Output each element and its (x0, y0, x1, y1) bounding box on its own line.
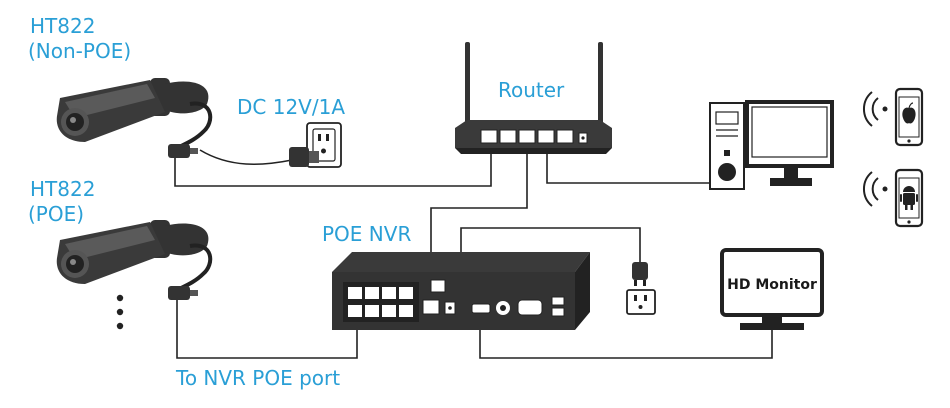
router-label: Router (498, 78, 565, 102)
power-plug-icon (289, 147, 319, 167)
labels: HT822 (Non-POE) HT822 (POE) DC 12V/1A Ro… (28, 14, 565, 390)
cable-poe-camera-nvr (176, 297, 358, 359)
cable-camera-top-power (199, 149, 293, 166)
hd-monitor-icon: HD Monitor (720, 248, 824, 330)
android-phone-icon (894, 168, 924, 228)
nvr-port-note-label: To NVR POE port (175, 366, 340, 390)
desktop-computer-icon (709, 100, 834, 190)
power-adapter-label: DC 12V/1A (237, 95, 345, 119)
cable-camera-top-router (174, 146, 492, 187)
wifi-signal-icon (862, 171, 888, 207)
camera-top-model-label: HT822 (30, 14, 95, 38)
nvr-recorder-icon (332, 252, 590, 330)
cable-router-desktop (546, 146, 710, 184)
camera-bottom-icon (56, 220, 213, 300)
cable-nvr-monitor (479, 310, 773, 359)
camera-top-icon (56, 78, 213, 158)
wall-outlet-icon (626, 289, 656, 315)
apple-phone-icon (894, 87, 924, 147)
nvr-label: POE NVR (322, 222, 411, 246)
camera-top-type-label: (Non-POE) (28, 39, 131, 63)
power-plug-icon (632, 262, 648, 286)
camera-bottom-model-label: HT822 (30, 177, 95, 201)
monitor-label: HD Monitor (727, 277, 817, 293)
camera-bottom-type-label: (POE) (28, 202, 84, 226)
ellipsis-vertical-icon (116, 294, 124, 330)
wifi-signal-icon (862, 91, 888, 127)
router-icon (455, 42, 612, 154)
